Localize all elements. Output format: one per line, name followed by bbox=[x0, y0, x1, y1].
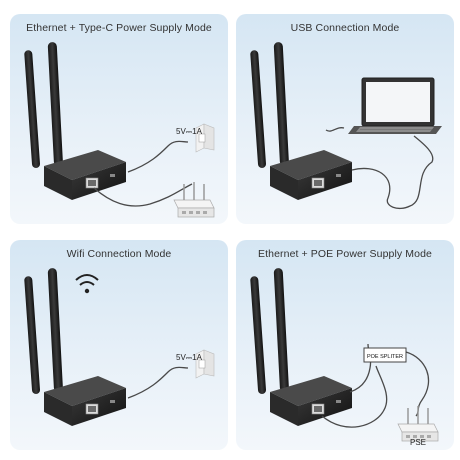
power-label: 5V⎓1A bbox=[176, 127, 203, 136]
panel-wifi: Wifi Connection Mode 5V⎓1A bbox=[10, 240, 228, 450]
poe-splitter-icon bbox=[363, 347, 407, 363]
router-device-icon bbox=[23, 41, 127, 201]
panel-ethernet-poe: Ethernet + POE Power Supply Mode POE SPL… bbox=[236, 240, 454, 450]
router-device-icon bbox=[249, 267, 353, 427]
router-device-icon bbox=[23, 267, 127, 427]
panel-title: Wifi Connection Mode bbox=[66, 248, 172, 260]
power-label: 5V⎓1A bbox=[176, 353, 203, 362]
poe-splitter-label: POE SPLITER bbox=[367, 354, 403, 360]
panel-title: Ethernet + Type-C Power Supply Mode bbox=[26, 22, 212, 34]
laptop-icon bbox=[348, 77, 442, 134]
wifi-icon bbox=[75, 274, 99, 294]
router-device-icon bbox=[249, 41, 353, 201]
panel-title: USB Connection Mode bbox=[290, 22, 400, 34]
panel-ethernet-typec: Ethernet + Type-C Power Supply Mode 5V⎓1… bbox=[10, 14, 228, 224]
panel-usb: USB Connection Mode bbox=[236, 14, 454, 224]
pse-label: PSE bbox=[410, 438, 426, 447]
network-switch-icon bbox=[397, 405, 439, 442]
network-switch-icon bbox=[173, 181, 215, 218]
panel-title: Ethernet + POE Power Supply Mode bbox=[258, 248, 432, 260]
